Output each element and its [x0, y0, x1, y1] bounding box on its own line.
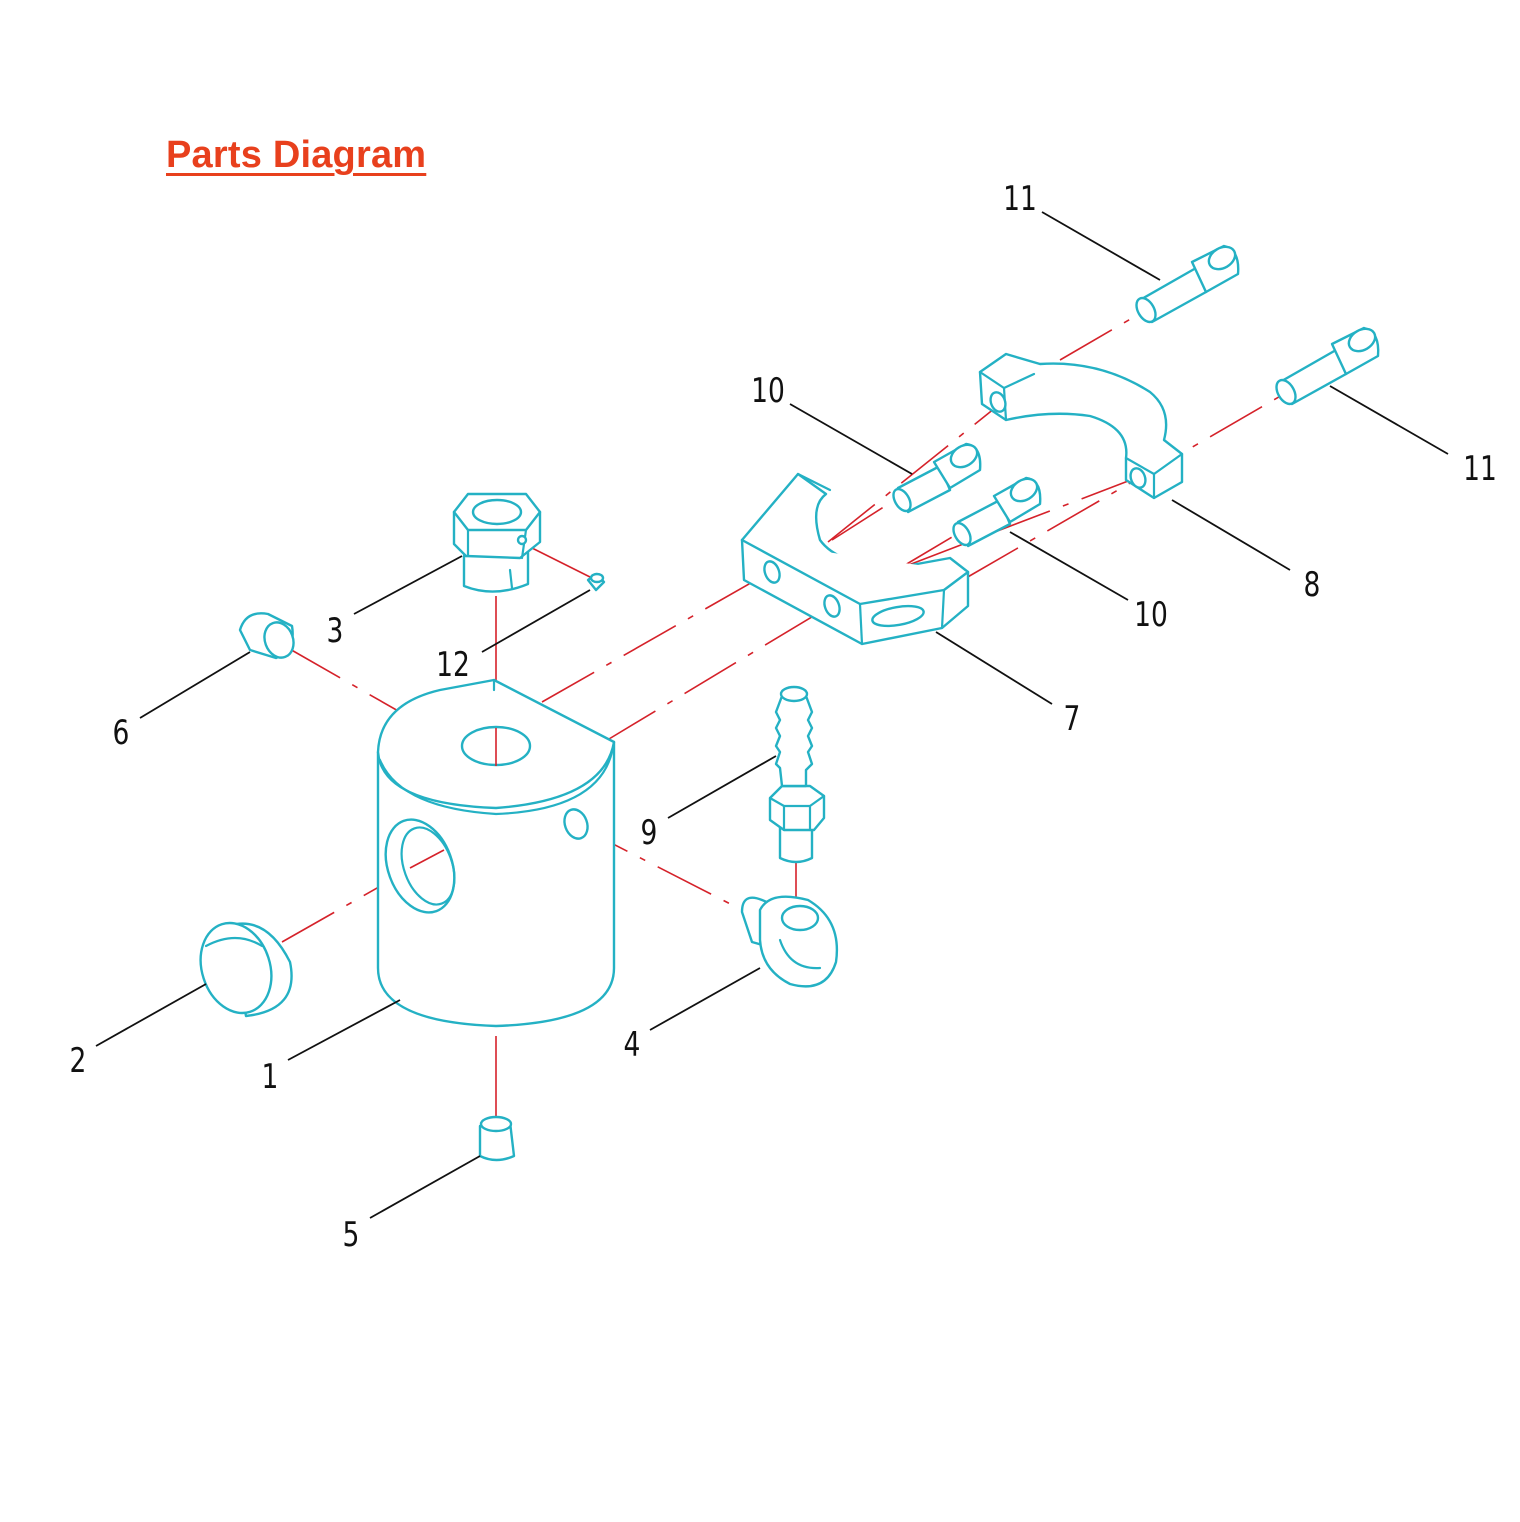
- axis-body-to-clamp-lower: [603, 605, 831, 743]
- callout-11-lower: 11: [1463, 450, 1497, 489]
- callout-numbers: 1 2 3 4 5 6 7 8 9 10 10 11 11 12: [70, 180, 1497, 1255]
- callout-6: 6: [113, 714, 130, 753]
- leader-lines: [95, 211, 1449, 1219]
- axis-screw-11-lower: [965, 393, 1285, 579]
- callout-10-lower: 10: [1134, 596, 1168, 635]
- leader-3: [353, 555, 463, 615]
- callout-1: 1: [262, 1058, 279, 1097]
- callout-4: 4: [624, 1026, 641, 1065]
- part-6-cap: [238, 612, 295, 660]
- callout-11-upper: 11: [1003, 180, 1037, 219]
- part-10-screw-lower: [952, 476, 1042, 548]
- callout-5: 5: [343, 1216, 360, 1255]
- callout-10-upper: 10: [751, 372, 785, 411]
- part-3-hex-fitting: [452, 492, 542, 593]
- part-9-hose-barb: [768, 685, 826, 864]
- part-5-cap: [478, 1115, 516, 1162]
- callout-9: 9: [641, 814, 658, 853]
- leader-10-lower: [1009, 531, 1129, 601]
- leader-8: [1171, 499, 1291, 571]
- axis-part-2-to-body: [281, 849, 445, 943]
- leader-9: [667, 755, 777, 819]
- leader-11-lower: [1329, 385, 1449, 455]
- leader-12: [481, 589, 591, 653]
- part-2-plug: [199, 921, 293, 1018]
- axis-body-to-clamp-upper: [541, 571, 771, 703]
- leader-11-upper: [1041, 211, 1161, 281]
- leader-7: [935, 631, 1053, 705]
- axis-part-6-to-body: [287, 647, 401, 713]
- page-title: Parts Diagram: [166, 134, 427, 176]
- axis-screw-10-lower: [899, 529, 965, 569]
- callout-3: 3: [327, 612, 344, 651]
- part-12-set-screw: [586, 572, 606, 592]
- part-4-banjo: [740, 895, 839, 988]
- axis-screw-11-upper: [1059, 309, 1147, 361]
- callout-2: 2: [70, 1042, 87, 1081]
- leader-6: [139, 651, 251, 719]
- leader-1: [287, 999, 401, 1061]
- callout-12: 12: [436, 646, 470, 685]
- part-1-body: [376, 678, 616, 1028]
- part-10-screw-upper: [892, 442, 982, 514]
- leader-5: [369, 1155, 481, 1219]
- callout-8: 8: [1304, 566, 1321, 605]
- leader-2: [95, 983, 207, 1047]
- axis-clamp-to-clamp-upper: [827, 403, 1001, 543]
- part-11-screw-upper: [1135, 244, 1240, 324]
- part-8-clamp-back: [978, 352, 1184, 500]
- callout-7: 7: [1064, 700, 1081, 739]
- leader-4: [649, 967, 761, 1031]
- axis-screw-10-upper: [831, 493, 905, 541]
- part-11-screw-lower: [1275, 326, 1380, 406]
- leader-10-upper: [789, 403, 913, 475]
- axis-clamp-to-clamp-lower: [905, 477, 1137, 567]
- part-7-clamp-front: [740, 472, 970, 646]
